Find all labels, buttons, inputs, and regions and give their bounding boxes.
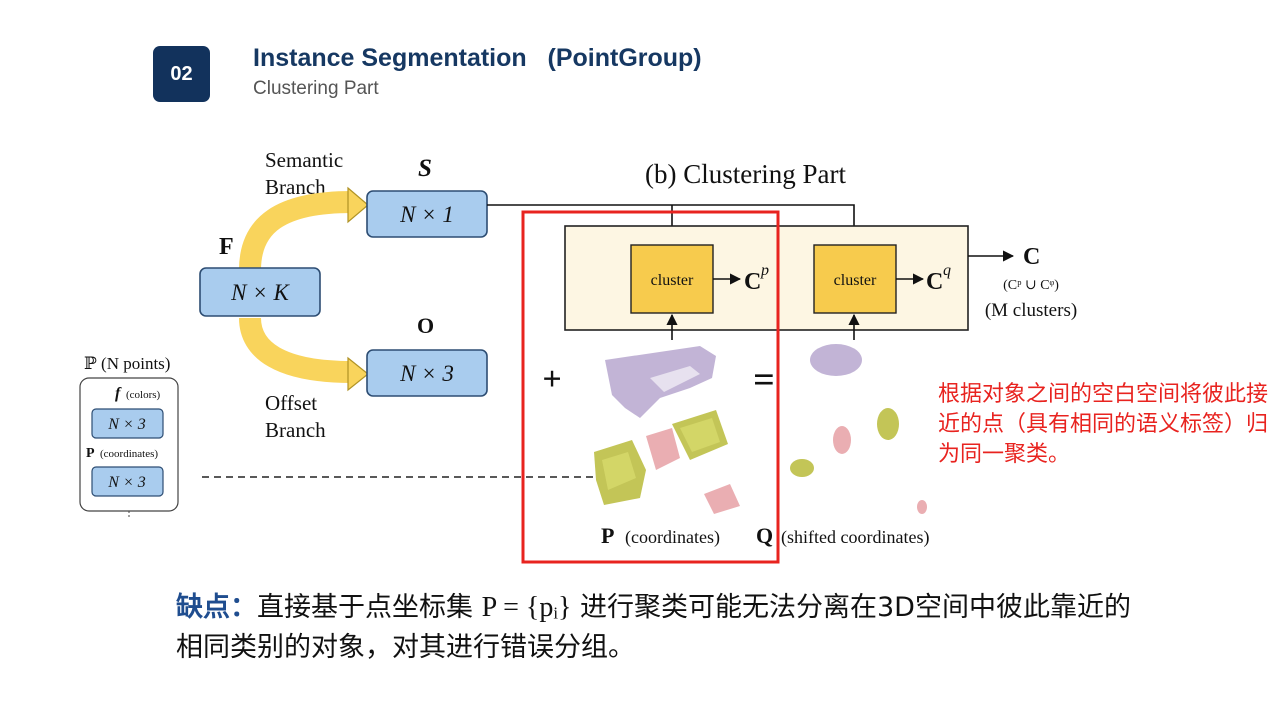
semantic-branch-arrow bbox=[239, 191, 353, 271]
page-subtitle: Clustering Part bbox=[253, 78, 379, 99]
input-p-text: (coordinates) bbox=[100, 448, 158, 460]
cluster-box-1-text: cluster bbox=[651, 272, 694, 289]
cluster-box-2 bbox=[813, 244, 897, 314]
input-f-box bbox=[91, 408, 164, 439]
feature-label: F bbox=[219, 234, 234, 260]
m-clusters-label: (M clusters) bbox=[985, 300, 1077, 321]
s-label: S bbox=[418, 155, 432, 182]
cq-label: C bbox=[926, 269, 943, 295]
feature-box bbox=[199, 267, 321, 317]
input-title: ℙ (N points) bbox=[84, 354, 170, 373]
drawback-math: P = {pᵢ} bbox=[481, 592, 572, 623]
drawback-text-after: 进行聚类可能无法分离在3D空间中彼此靠近的相同类别的对象，对其进行错误分组。 bbox=[176, 592, 1131, 663]
offset-branch-label-line1: Offset bbox=[265, 391, 317, 415]
point-cloud-p bbox=[594, 346, 740, 514]
page-title: Instance Segmentation (PointGroup) bbox=[253, 44, 702, 72]
drawback-colon: ： bbox=[230, 592, 257, 623]
input-p-box-text: N × 3 bbox=[107, 474, 145, 491]
cluster-box-2-text: cluster bbox=[834, 272, 877, 289]
input-p-box bbox=[91, 466, 164, 497]
o-label: O bbox=[417, 313, 434, 338]
feature-box-text: N × K bbox=[230, 280, 290, 305]
o-box bbox=[366, 349, 488, 397]
s-box-text: N × 1 bbox=[399, 202, 454, 227]
q-caption-bold: Q bbox=[756, 523, 773, 548]
section-number-badge: 02 bbox=[153, 46, 210, 102]
cq-superscript: q bbox=[943, 262, 951, 279]
q-caption-text: (shifted coordinates) bbox=[781, 527, 929, 548]
c-union-label: (Cᵖ ∪ Cᵠ) bbox=[1003, 278, 1059, 293]
o-box-text: N × 3 bbox=[399, 361, 454, 386]
equals-sign: = bbox=[753, 359, 775, 401]
plus-sign: + bbox=[542, 361, 561, 398]
diagram-heading: (b) Clustering Part bbox=[645, 159, 846, 189]
cluster-box-1 bbox=[630, 244, 714, 314]
offset-arrow-head bbox=[347, 356, 369, 392]
semantic-arrow-head bbox=[347, 186, 369, 224]
drawback-paragraph: 缺点：直接基于点坐标集 P = {pᵢ} 进行聚类可能无法分离在3D空间中彼此靠… bbox=[176, 588, 1136, 668]
p-caption-bold: P bbox=[601, 523, 614, 548]
annotation-note: 根据对象之间的空白空间将彼此接近的点（具有相同的语义标签）归为同一聚类。 bbox=[938, 382, 1269, 467]
input-f-label: f bbox=[115, 385, 122, 402]
p-caption-text: (coordinates) bbox=[625, 527, 720, 548]
cp-label: C bbox=[744, 269, 761, 295]
semantic-branch-label-line1: Semantic bbox=[265, 148, 343, 172]
offset-branch-label-line2: Branch bbox=[265, 418, 326, 442]
input-p-label: P bbox=[86, 446, 95, 461]
drawback-text-before: 直接基于点坐标集 bbox=[257, 592, 482, 623]
highlight-box bbox=[521, 210, 780, 564]
input-f-box-text: N × 3 bbox=[107, 416, 145, 433]
s-box bbox=[366, 190, 488, 238]
point-cloud-q bbox=[790, 344, 927, 514]
drawback-label: 缺点 bbox=[176, 592, 230, 623]
cp-superscript: p bbox=[760, 262, 769, 279]
input-f-text: (colors) bbox=[126, 389, 161, 401]
offset-branch-arrow bbox=[239, 317, 353, 383]
c-output-label: C bbox=[1023, 244, 1040, 270]
